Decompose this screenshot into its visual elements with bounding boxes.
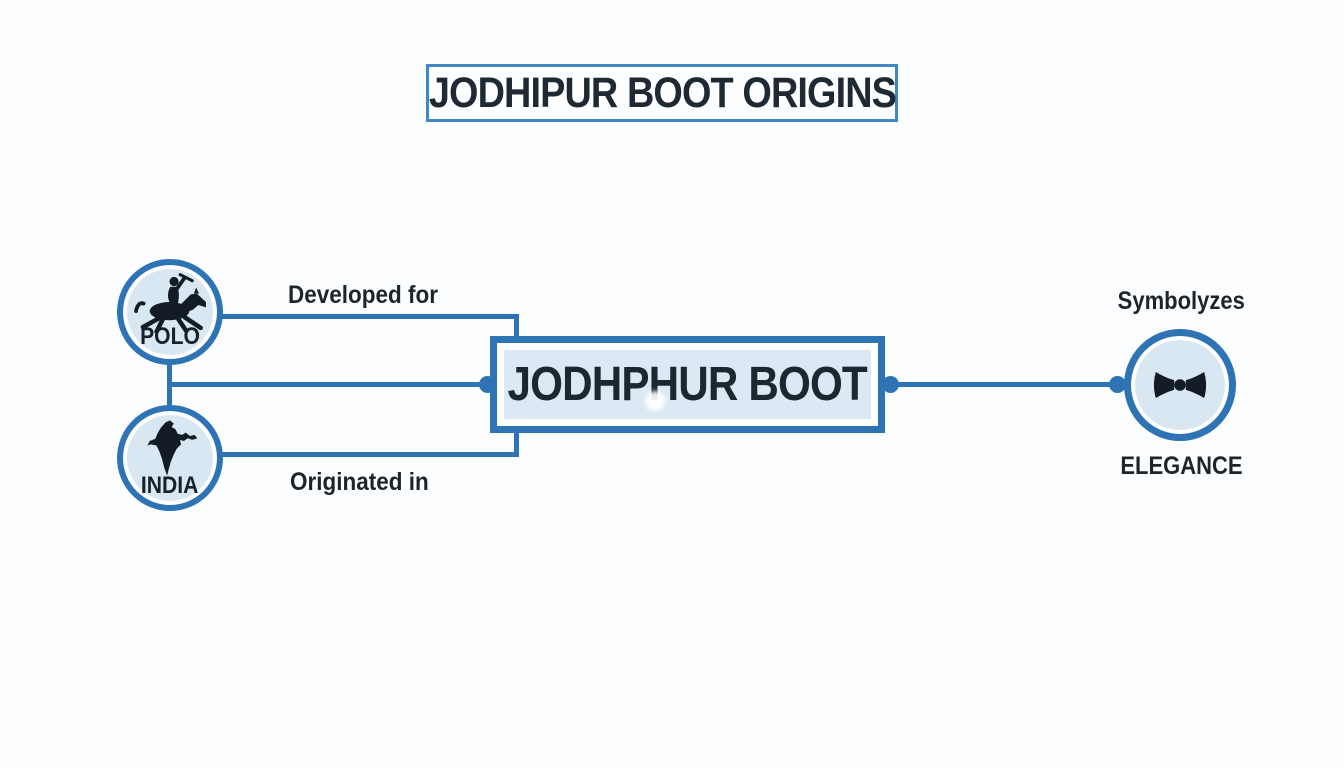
connector-mid-to-box-horizontal <box>170 382 487 387</box>
node-india-label: INDIA <box>141 472 199 499</box>
connector-box-to-elegance-horizontal <box>887 382 1119 387</box>
connector-polo-india-vertical <box>167 358 172 410</box>
node-polo-label: POLO <box>140 323 200 350</box>
node-polo: POLO <box>117 259 223 365</box>
connector-india-to-box-vertical <box>514 429 519 455</box>
render-artifact-smudge <box>645 391 665 411</box>
central-node-label: JODHPHUR BOOT <box>507 358 868 411</box>
node-elegance-label: ELEGANCE <box>1119 452 1243 480</box>
polo-rider-icon <box>134 273 206 333</box>
bow-tie-icon <box>1153 371 1207 399</box>
connector-dot-elegance-left <box>1109 376 1126 393</box>
connector-polo-to-box-horizontal <box>219 314 519 319</box>
node-elegance-caption: Symbolyzes <box>1117 287 1245 315</box>
node-india: INDIA <box>117 405 223 511</box>
node-elegance <box>1124 329 1236 441</box>
connector-polo-to-box-vertical <box>514 314 519 340</box>
diagram-title-box: JODHIPUR BOOT ORIGINS <box>426 64 898 122</box>
india-map-icon <box>147 420 198 476</box>
edge-label-developed-for: Developed for <box>288 281 439 309</box>
edge-label-originated-in: Originated in <box>290 468 429 496</box>
central-node-jodhpur-boot: JODHPHUR BOOT <box>490 336 885 433</box>
connector-dot-box-right <box>882 376 899 393</box>
connector-india-to-box-horizontal <box>219 452 519 457</box>
central-node-inner-fill <box>504 350 871 419</box>
diagram-title: JODHIPUR BOOT ORIGINS <box>428 68 896 117</box>
